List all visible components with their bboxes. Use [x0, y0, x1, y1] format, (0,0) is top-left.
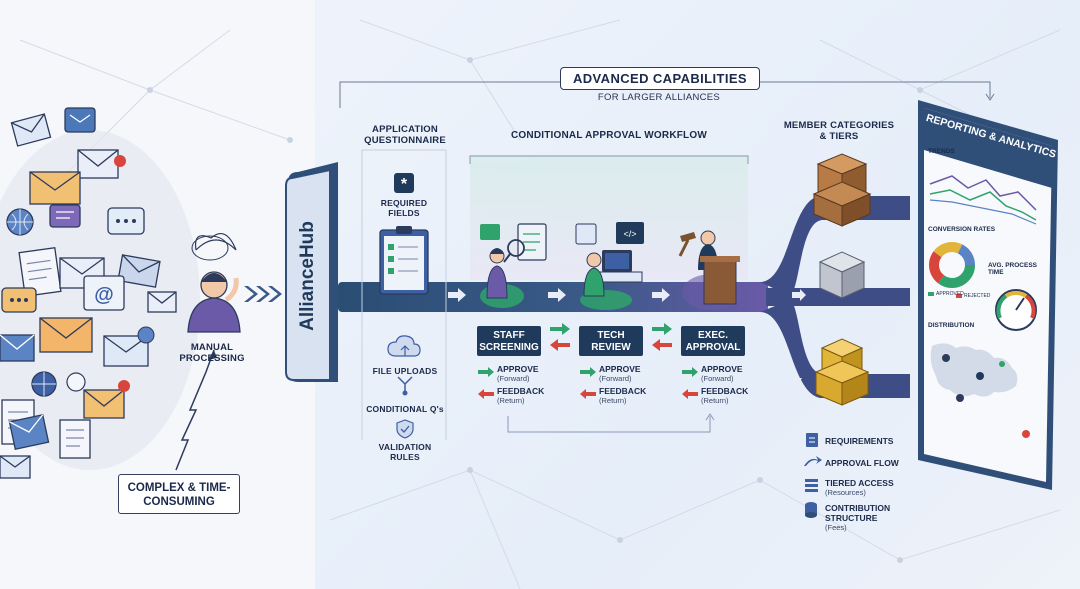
chat-bubble-icon	[49, 204, 81, 228]
flow-arrow-icons	[448, 202, 806, 388]
approval-flow-icon	[804, 456, 822, 466]
at-badge-icon	[137, 326, 155, 344]
document-icon	[59, 419, 91, 459]
validation-rules-label: VALIDATION RULES	[378, 442, 432, 462]
envelope-icon	[59, 257, 105, 289]
alliancehub-panel	[285, 162, 338, 382]
chat-bubble-icon	[1, 287, 37, 313]
return-bracket	[507, 416, 711, 433]
notification-badge-icon	[114, 155, 126, 167]
at-sign-icon: @	[83, 275, 125, 311]
brand-name: AllianceHub	[297, 221, 318, 331]
advanced-capabilities-subtitle: FOR LARGER ALLIANCES	[597, 92, 721, 103]
globe-icon	[31, 371, 57, 397]
advanced-capabilities-title: ADVANCED CAPABILITIES	[560, 67, 760, 90]
chevron-arrows	[244, 286, 282, 302]
exec-approval-illustration	[678, 230, 742, 310]
trends-line-chart	[929, 175, 1037, 225]
step-arrows	[550, 323, 672, 351]
message-cloud: @	[0, 107, 200, 479]
questionnaire-bracket	[361, 149, 447, 440]
report-distribution-label: DISTRIBUTION	[928, 322, 975, 329]
envelope-icon	[83, 389, 125, 419]
envelope-icon	[117, 254, 161, 288]
notification-badge-icon	[118, 380, 130, 392]
chat-bubble-icon	[107, 207, 145, 235]
tiered-access-icon	[805, 479, 818, 492]
shield-check-icon	[396, 419, 414, 439]
envelope-icon	[10, 113, 52, 147]
confused-person-illustration	[187, 232, 241, 333]
step-staff-screening: STAFF SCREENING	[477, 326, 541, 356]
asterisk-icon: *	[394, 173, 414, 193]
legend-arrows	[478, 367, 698, 399]
tier-branch-top	[760, 196, 910, 296]
tech-review-illustration: </>	[575, 222, 644, 310]
distribution-map	[930, 343, 1030, 438]
svg-text:@: @	[94, 284, 114, 306]
legend-approve-3: APPROVE(Forward)	[701, 364, 743, 384]
legend-feedback-3: FEEDBACK(Return)	[701, 386, 749, 406]
zigzag-arrow	[175, 349, 215, 471]
report-approved-label: APPROVED	[936, 291, 964, 297]
globe-icon	[6, 208, 34, 236]
conditional-questions-label: CONDITIONAL Q's	[366, 404, 444, 414]
side-item-contribution: CONTRIBUTION STRUCTURE(Fees)	[825, 503, 891, 532]
report-conversion-label: CONVERSION RATES	[928, 226, 996, 233]
cloud-upload-icon	[387, 335, 421, 357]
tier-branch-bottom	[760, 300, 910, 398]
legend-approve-1: APPROVE(Forward)	[497, 364, 539, 384]
clipboard-icon	[379, 226, 429, 295]
coins-icon	[805, 502, 817, 518]
process-time-gauge	[995, 289, 1037, 331]
requirements-icon	[806, 433, 818, 447]
complex-label-box: COMPLEX & TIME-CONSUMING	[118, 474, 240, 514]
file-uploads-label: FILE UPLOADS	[372, 366, 438, 376]
questionnaire-title: APPLICATION QUESTIONNAIRE	[364, 124, 446, 146]
legend-feedback-1: FEEDBACK(Return)	[497, 386, 545, 406]
chat-bubble-icon	[64, 107, 96, 133]
conversion-donut-chart	[928, 242, 975, 298]
side-item-tiered-access: TIERED ACCESS(Resources)	[825, 478, 894, 497]
report-avg-time-label: AVG. PROCESS TIME	[988, 262, 1038, 276]
legend-feedback-2: FEEDBACK(Return)	[599, 386, 647, 406]
brand-logo: AllianceHub	[286, 176, 330, 376]
report-rejected-label: REJECTED	[964, 293, 991, 299]
svg-text:*: *	[401, 176, 408, 193]
branch-icon	[397, 376, 413, 396]
network-nodes	[147, 57, 923, 563]
document-icon	[18, 246, 62, 298]
svg-text:</>: </>	[623, 229, 636, 239]
side-item-approval-flow: APPROVAL FLOW	[825, 458, 899, 468]
workflow-title: CONDITIONAL APPROVAL WORKFLOW	[511, 130, 707, 141]
manual-processing-label: MANUAL PROCESSING	[179, 342, 245, 364]
tier-cube-gold	[814, 338, 870, 406]
envelope-icon	[29, 171, 81, 205]
report-trends-label: TRENDS	[928, 148, 955, 155]
required-fields-label: REQUIRED FIELDS	[380, 198, 428, 218]
envelope-icon	[39, 317, 93, 353]
envelope-icon	[0, 334, 35, 362]
step-exec-approval: EXEC. APPROVAL	[681, 326, 745, 356]
legend-approve-2: APPROVE(Forward)	[599, 364, 641, 384]
tier-cube-silver	[818, 251, 866, 299]
staff-screening-illustration	[480, 223, 547, 308]
envelope-icon	[77, 149, 119, 179]
step-tech-review: TECH REVIEW	[579, 326, 643, 356]
tiers-title: MEMBER CATEGORIES & TIERS	[783, 120, 895, 142]
at-badge-icon	[66, 372, 86, 392]
envelope-icon	[147, 291, 177, 313]
envelope-icon	[0, 455, 31, 479]
side-item-requirements: REQUIREMENTS	[825, 436, 894, 446]
tier-cube-bronze	[812, 153, 872, 227]
envelope-icon	[8, 414, 50, 450]
